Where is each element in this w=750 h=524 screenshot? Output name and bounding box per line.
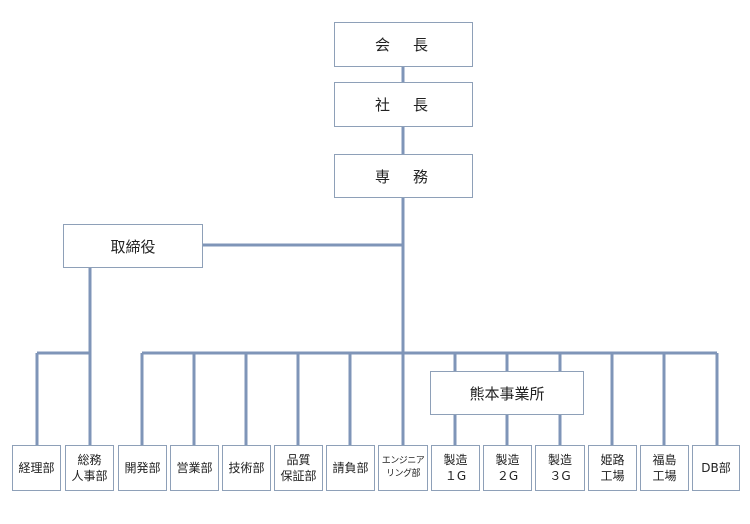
- senior-managing-director-box: 専 務: [334, 154, 473, 198]
- dept-technical: 技術部: [222, 445, 271, 491]
- dept-sales: 営業部: [170, 445, 219, 491]
- dept-manufacturing-1g: 製造 １G: [431, 445, 480, 491]
- kumamoto-office-box: 熊本事業所: [430, 371, 584, 415]
- dept-manufacturing-3g: 製造 ３G: [535, 445, 585, 491]
- dept-manufacturing-2g: 製造 ２G: [483, 445, 532, 491]
- dept-development: 開発部: [118, 445, 167, 491]
- chairman-box: 会 長: [334, 22, 473, 67]
- dept-contracting: 請負部: [326, 445, 375, 491]
- dept-fukushima-factory: 福島 工場: [640, 445, 689, 491]
- dept-himeji-factory: 姫路 工場: [588, 445, 637, 491]
- dept-engineering: エンジニア リング部: [378, 445, 428, 491]
- dept-db: DB部: [692, 445, 740, 491]
- dept-accounting: 経理部: [12, 445, 61, 491]
- dept-quality-assurance: 品質 保証部: [274, 445, 323, 491]
- directors-box: 取締役: [63, 224, 203, 268]
- dept-general-affairs-hr: 総務 人事部: [65, 445, 114, 491]
- president-box: 社 長: [334, 82, 473, 127]
